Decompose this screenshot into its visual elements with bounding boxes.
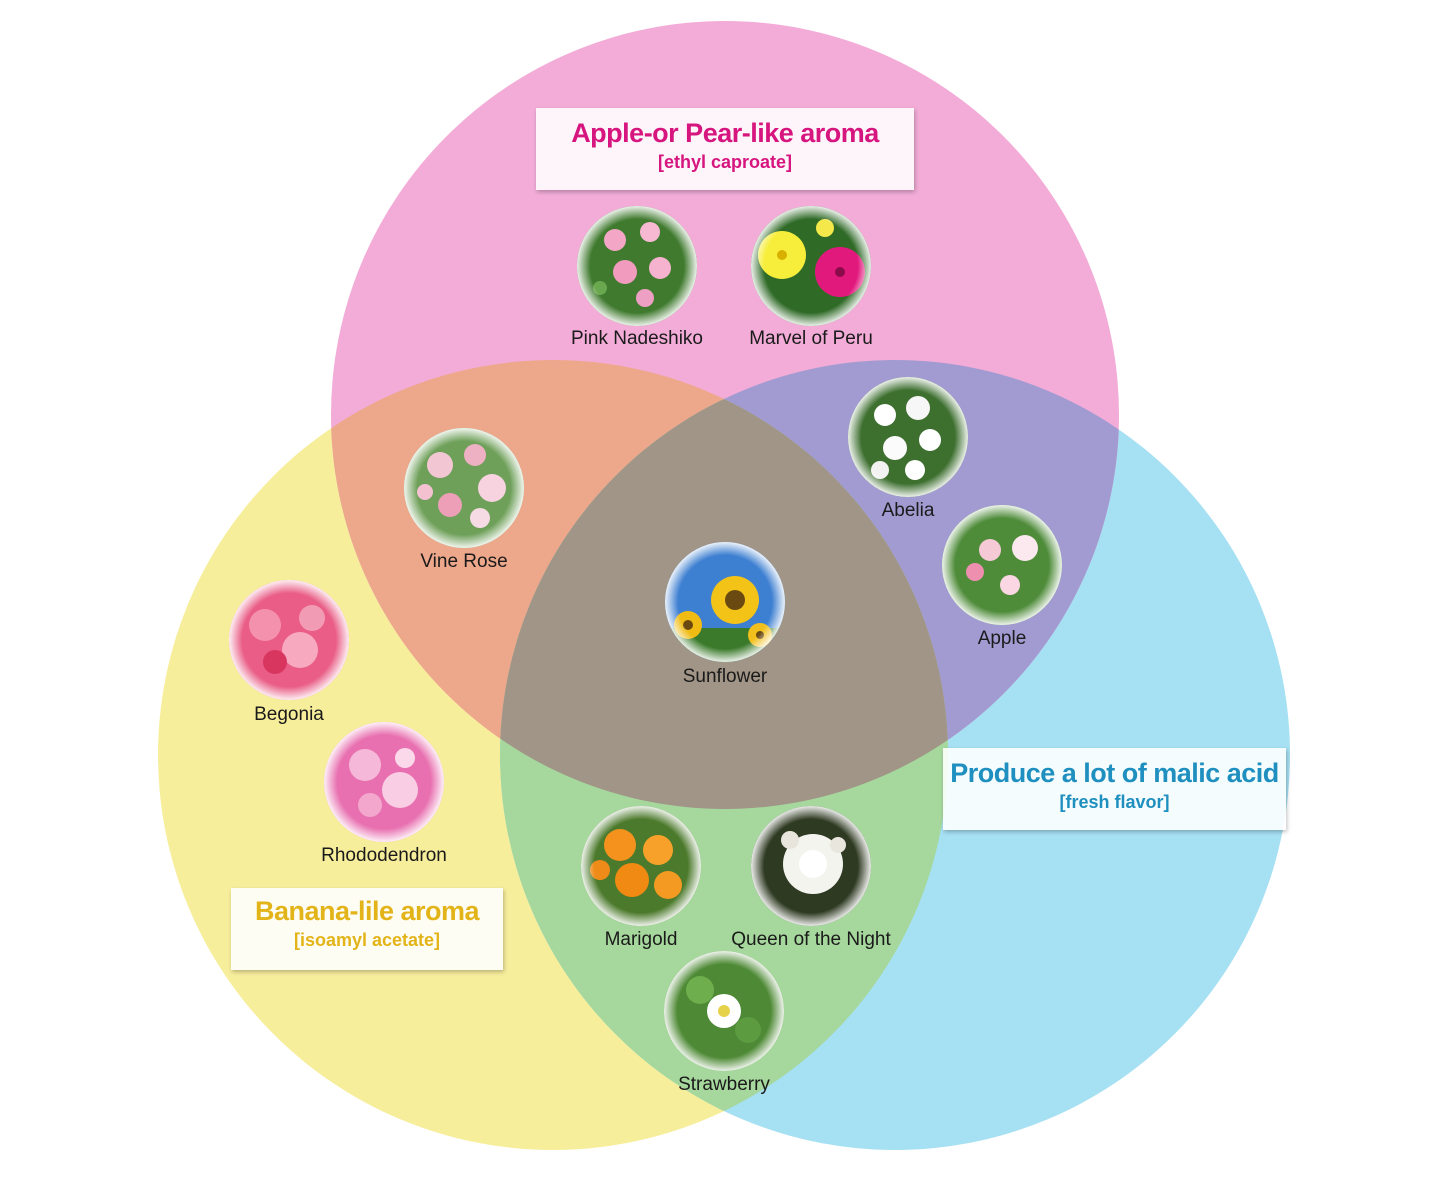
flower-label: Pink Nadeshiko — [571, 328, 703, 349]
flower-sunflower: Sunflower — [665, 542, 785, 687]
flower-label: Marigold — [605, 929, 678, 950]
flower-marvel-of-peru: Marvel of Peru — [749, 206, 873, 349]
set-subtitle: [fresh flavor] — [1059, 792, 1170, 812]
flower-label: Sunflower — [683, 666, 768, 687]
flower-label: Marvel of Peru — [749, 328, 873, 349]
flower-label: Apple — [978, 628, 1027, 649]
set-subtitle: [ethyl caproate] — [657, 152, 793, 172]
flower-label: Queen of the Night — [731, 929, 891, 950]
set-label-blue: Produce a lot of malic acid [fresh flavo… — [943, 748, 1286, 830]
set-title: Apple-or Pear-like aroma — [571, 118, 879, 148]
flower-strawberry: Strawberry — [664, 951, 784, 1095]
flower-begonia: Begonia — [229, 580, 349, 725]
flower-rhododendron: Rhododendron — [321, 722, 447, 866]
flower-marigold: Marigold — [581, 806, 701, 950]
set-title: Banana-lile aroma — [254, 896, 480, 926]
flower-label: Begonia — [254, 704, 324, 725]
flower-pink-nadeshiko: Pink Nadeshiko — [571, 206, 703, 349]
set-label-yellow: Banana-lile aroma [isoamyl acetate] — [231, 888, 503, 970]
flower-label: Vine Rose — [420, 551, 507, 572]
flower-label: Abelia — [882, 500, 935, 521]
set-subtitle: [isoamyl acetate] — [293, 930, 441, 950]
set-title: Produce a lot of malic acid — [950, 758, 1279, 788]
flower-queen-of-the-night: Queen of the Night — [731, 806, 891, 950]
flower-apple: Apple — [942, 505, 1062, 649]
flower-label: Strawberry — [678, 1074, 770, 1095]
flower-abelia: Abelia — [848, 377, 968, 521]
flower-vine-rose: Vine Rose — [404, 428, 524, 572]
flower-label: Rhododendron — [321, 845, 447, 866]
set-label-pink: Apple-or Pear-like aroma [ethyl caproate… — [536, 108, 914, 190]
